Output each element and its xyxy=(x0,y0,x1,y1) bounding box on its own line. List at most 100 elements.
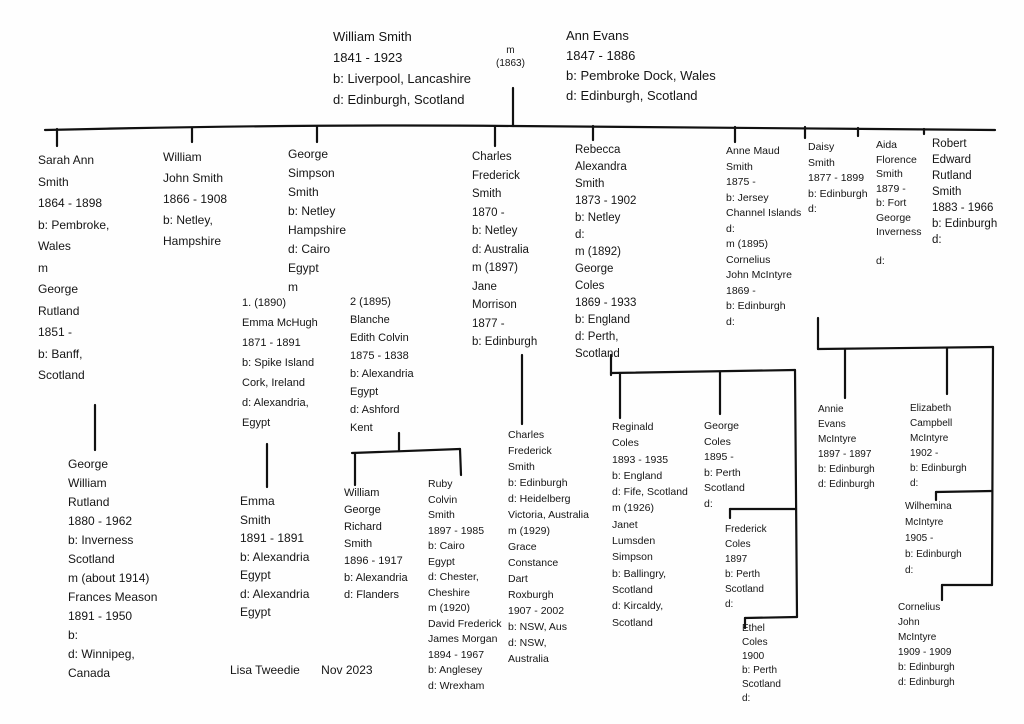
ethel-branch xyxy=(743,615,799,620)
signature: Lisa Tweedie Nov 2023 xyxy=(230,663,391,677)
text-line: Egypt xyxy=(240,605,271,619)
text-line: David Frederick xyxy=(428,617,502,630)
text-line: d: xyxy=(808,203,817,215)
text-line: 1869 - 1933 xyxy=(575,297,637,309)
text-line: Ethel xyxy=(742,623,765,634)
text-line: 1896 - 1917 xyxy=(344,555,403,567)
text-line: George xyxy=(288,147,329,161)
text-line: d: Alexandria xyxy=(240,586,310,601)
text-line: Emma McHugh xyxy=(242,317,318,329)
text-line: Frederick xyxy=(725,524,767,535)
text-line: b: xyxy=(68,628,79,642)
text-line: b: Edinburgh xyxy=(910,463,967,474)
text-line: Egypt xyxy=(350,386,379,398)
text-line: Edward xyxy=(932,154,971,166)
text-line: d: xyxy=(742,693,751,704)
text-line: George xyxy=(344,504,381,516)
text-line: b: Edinburgh xyxy=(932,218,998,230)
text-line: Kent xyxy=(350,422,373,434)
text-line: Egypt xyxy=(242,417,271,429)
text-line: Victoria, Australia xyxy=(508,509,589,521)
text-line: George xyxy=(68,457,109,471)
text-line: m (1929) xyxy=(508,525,551,537)
text-line: d: Australia xyxy=(472,243,529,256)
text-line: b: Cairo xyxy=(428,540,465,552)
text-line: d: Kircaldy, xyxy=(612,600,664,613)
text-line: William xyxy=(163,150,202,164)
text-line: 1871 - 1891 xyxy=(242,337,301,349)
blanche-children-bar xyxy=(350,447,462,455)
text-line: 1893 - 1935 xyxy=(612,453,669,466)
text-line: Rutland xyxy=(68,495,110,509)
text-line: 1851 - xyxy=(38,325,73,339)
text-line: 1902 - xyxy=(910,448,939,459)
text-line: d: xyxy=(910,478,919,489)
text-line: 1869 - xyxy=(726,284,756,297)
text-line: Reginald xyxy=(612,421,654,433)
text-line: 1891 - 1891 xyxy=(240,531,305,545)
text-line: b: Perth xyxy=(742,665,778,676)
text-line: John xyxy=(898,617,920,628)
text-line: Cornelius xyxy=(898,602,941,613)
text-line: Coles xyxy=(742,637,768,648)
rebecca-side-line xyxy=(793,368,799,619)
text-line: William Smith xyxy=(333,29,412,44)
text-line: b: Jersey xyxy=(726,191,769,204)
text-line xyxy=(876,240,922,255)
text-line: 1894 - 1967 xyxy=(428,648,485,661)
text-line: b: Pembroke Dock, Wales xyxy=(566,68,716,83)
text-line: Roxburgh xyxy=(508,589,554,601)
text-line: b: Anglesey xyxy=(428,664,483,676)
text-line: 1870 - xyxy=(472,206,505,219)
text-line: Richard xyxy=(344,521,382,533)
text-line: d: Ashford xyxy=(350,404,400,416)
text-line: 1875 - xyxy=(726,176,756,188)
text-line: d: NSW, xyxy=(508,637,547,649)
text-line: Constance xyxy=(508,557,559,569)
text-line: d: xyxy=(726,315,735,328)
text-line: Simpson xyxy=(288,166,335,180)
text-line: 1847 - 1886 xyxy=(566,48,636,63)
text-line: James Morgan xyxy=(428,633,498,645)
rebecca-children-bar xyxy=(609,368,797,375)
text-line: Ann Evans xyxy=(566,28,629,43)
text-line: McIntyre xyxy=(910,433,949,444)
text-line: Colvin xyxy=(428,493,458,506)
text-line: Smith xyxy=(472,188,502,200)
text-line: McIntyre xyxy=(905,517,944,528)
text-line: d: Cairo xyxy=(288,242,331,256)
text-line: Annie xyxy=(818,404,844,415)
text-line: Elizabeth xyxy=(910,403,952,414)
text-line: John McIntyre xyxy=(726,269,792,281)
text-line: Rutland xyxy=(38,303,80,318)
text-line: Grace xyxy=(508,541,537,553)
text-line: d: xyxy=(876,255,885,267)
text-line: b: England xyxy=(575,314,630,326)
text-line: John Smith xyxy=(163,171,224,185)
text-line: d: Edinburgh xyxy=(818,479,875,490)
text-line: 1891 - 1950 xyxy=(68,609,133,623)
text-line: Smith xyxy=(876,168,903,180)
text-line: b: Edinburgh xyxy=(726,300,786,312)
text-line: d: Edinburgh, Scotland xyxy=(333,92,465,107)
text-line: m xyxy=(288,280,298,294)
text-line: Smith xyxy=(38,174,69,189)
text-line: m (1892) xyxy=(575,246,622,258)
text-line: Egypt xyxy=(288,261,319,275)
text-line: d: Perth, xyxy=(575,331,619,343)
text-line: Blanche xyxy=(350,314,390,326)
text-line: Smith xyxy=(428,509,455,521)
text-line: Egypt xyxy=(428,555,455,568)
